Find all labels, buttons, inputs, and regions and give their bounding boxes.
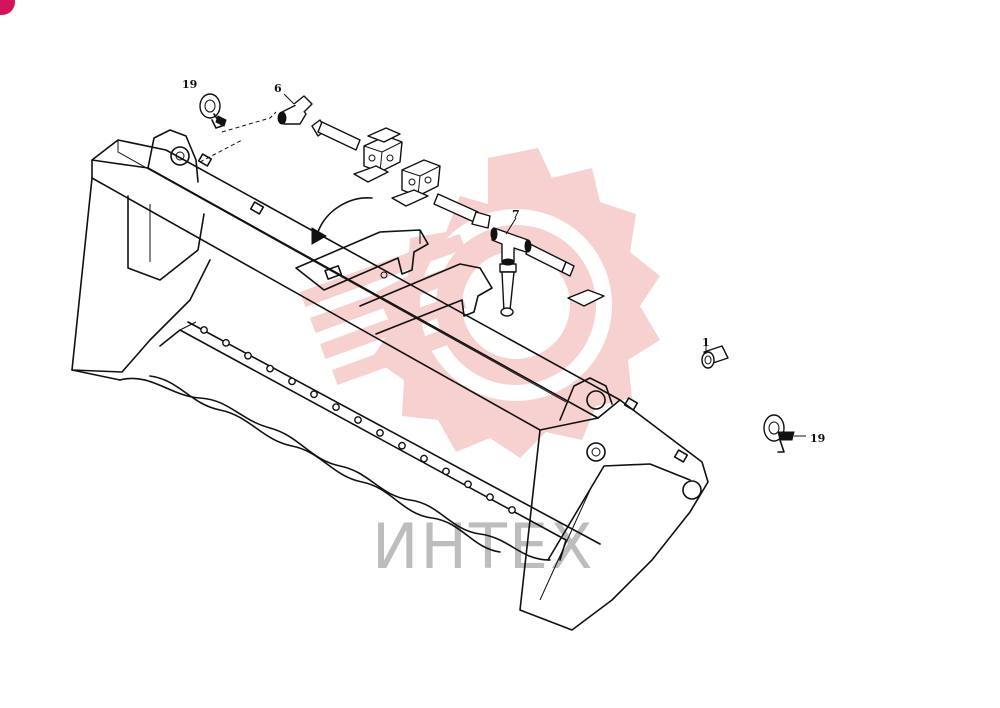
assembly-arrow-icon [311,197,373,245]
callout-1: 1 [702,336,710,349]
leader-6 [283,93,295,105]
leader-line-19 [221,111,277,133]
corner-badge [0,0,15,15]
callout-19-right: 19 [810,432,825,445]
bolt-hole [508,506,516,514]
bolt-hole [398,441,406,450]
plug-1 [701,345,729,369]
bolt-hole [244,351,252,360]
bolt-hole [288,377,296,386]
bolt-hole [420,454,428,463]
bucket-body [71,129,709,631]
hydraulic-hose [311,119,575,317]
bolt-hole [332,403,340,411]
clamp-plate [567,289,605,307]
bolt-hole [376,428,384,437]
tee-fitting-7 [490,227,532,266]
fitting-6 [277,95,313,125]
bolt-hole [266,364,274,373]
bolt-hole [464,480,472,489]
bolt-hole [200,326,208,334]
blade-bolts [200,326,516,514]
callout-6: 6 [274,82,282,95]
bolt-hole [486,493,494,501]
clamp-19-left [199,93,227,129]
clamp-19-right [763,414,795,453]
bolt-hole [442,467,450,476]
leader-line-19b [199,139,243,163]
bolt-hole [354,416,362,424]
bolt-hole [310,390,318,399]
clamp-block-a [353,127,403,183]
clamp-block-b [391,159,441,207]
watermark-gear-icon [300,148,660,458]
bolt-hole [222,338,230,347]
callout-7: 7 [512,208,520,221]
leader-7 [505,217,517,235]
callout-19-left: 19 [182,78,197,91]
